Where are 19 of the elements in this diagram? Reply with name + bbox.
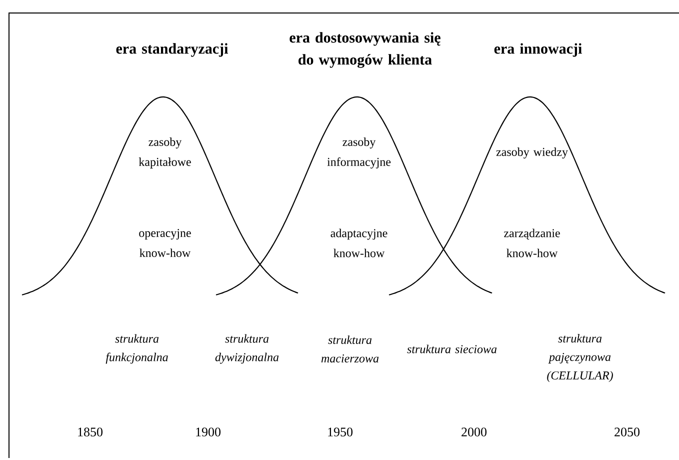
structure-label: struktura sieciowa — [407, 344, 497, 354]
curve-label: zasoby wiedzy — [496, 148, 568, 158]
curve-label: zasoby informacyjne — [327, 138, 391, 168]
structure-label: struktura funkcjonalna — [106, 334, 168, 364]
era-heading: era innowacji — [494, 43, 582, 57]
era-heading: era dostosowywania się do wymogów klienta — [290, 32, 440, 68]
structure-label: struktura macierzowa — [321, 336, 379, 362]
year-label: 2050 — [614, 428, 640, 436]
curve-label: zarządzanie know-how — [504, 228, 560, 258]
year-label: 1850 — [78, 428, 102, 436]
year-label: 1950 — [328, 428, 353, 436]
year-label: 2000 — [462, 428, 487, 436]
curve-label: adaptacyjne know-how — [330, 228, 388, 258]
curve-label: zasoby kapitałowe — [138, 138, 191, 168]
structure-label: struktura dywizjonalna — [215, 334, 279, 364]
era-heading: era standaryzacji — [116, 43, 228, 57]
curve-label: operacyjne know-how — [139, 228, 191, 258]
structure-label: struktura pajęczynowa (CELLULAR) — [547, 334, 613, 382]
year-label: 1900 — [196, 428, 220, 436]
